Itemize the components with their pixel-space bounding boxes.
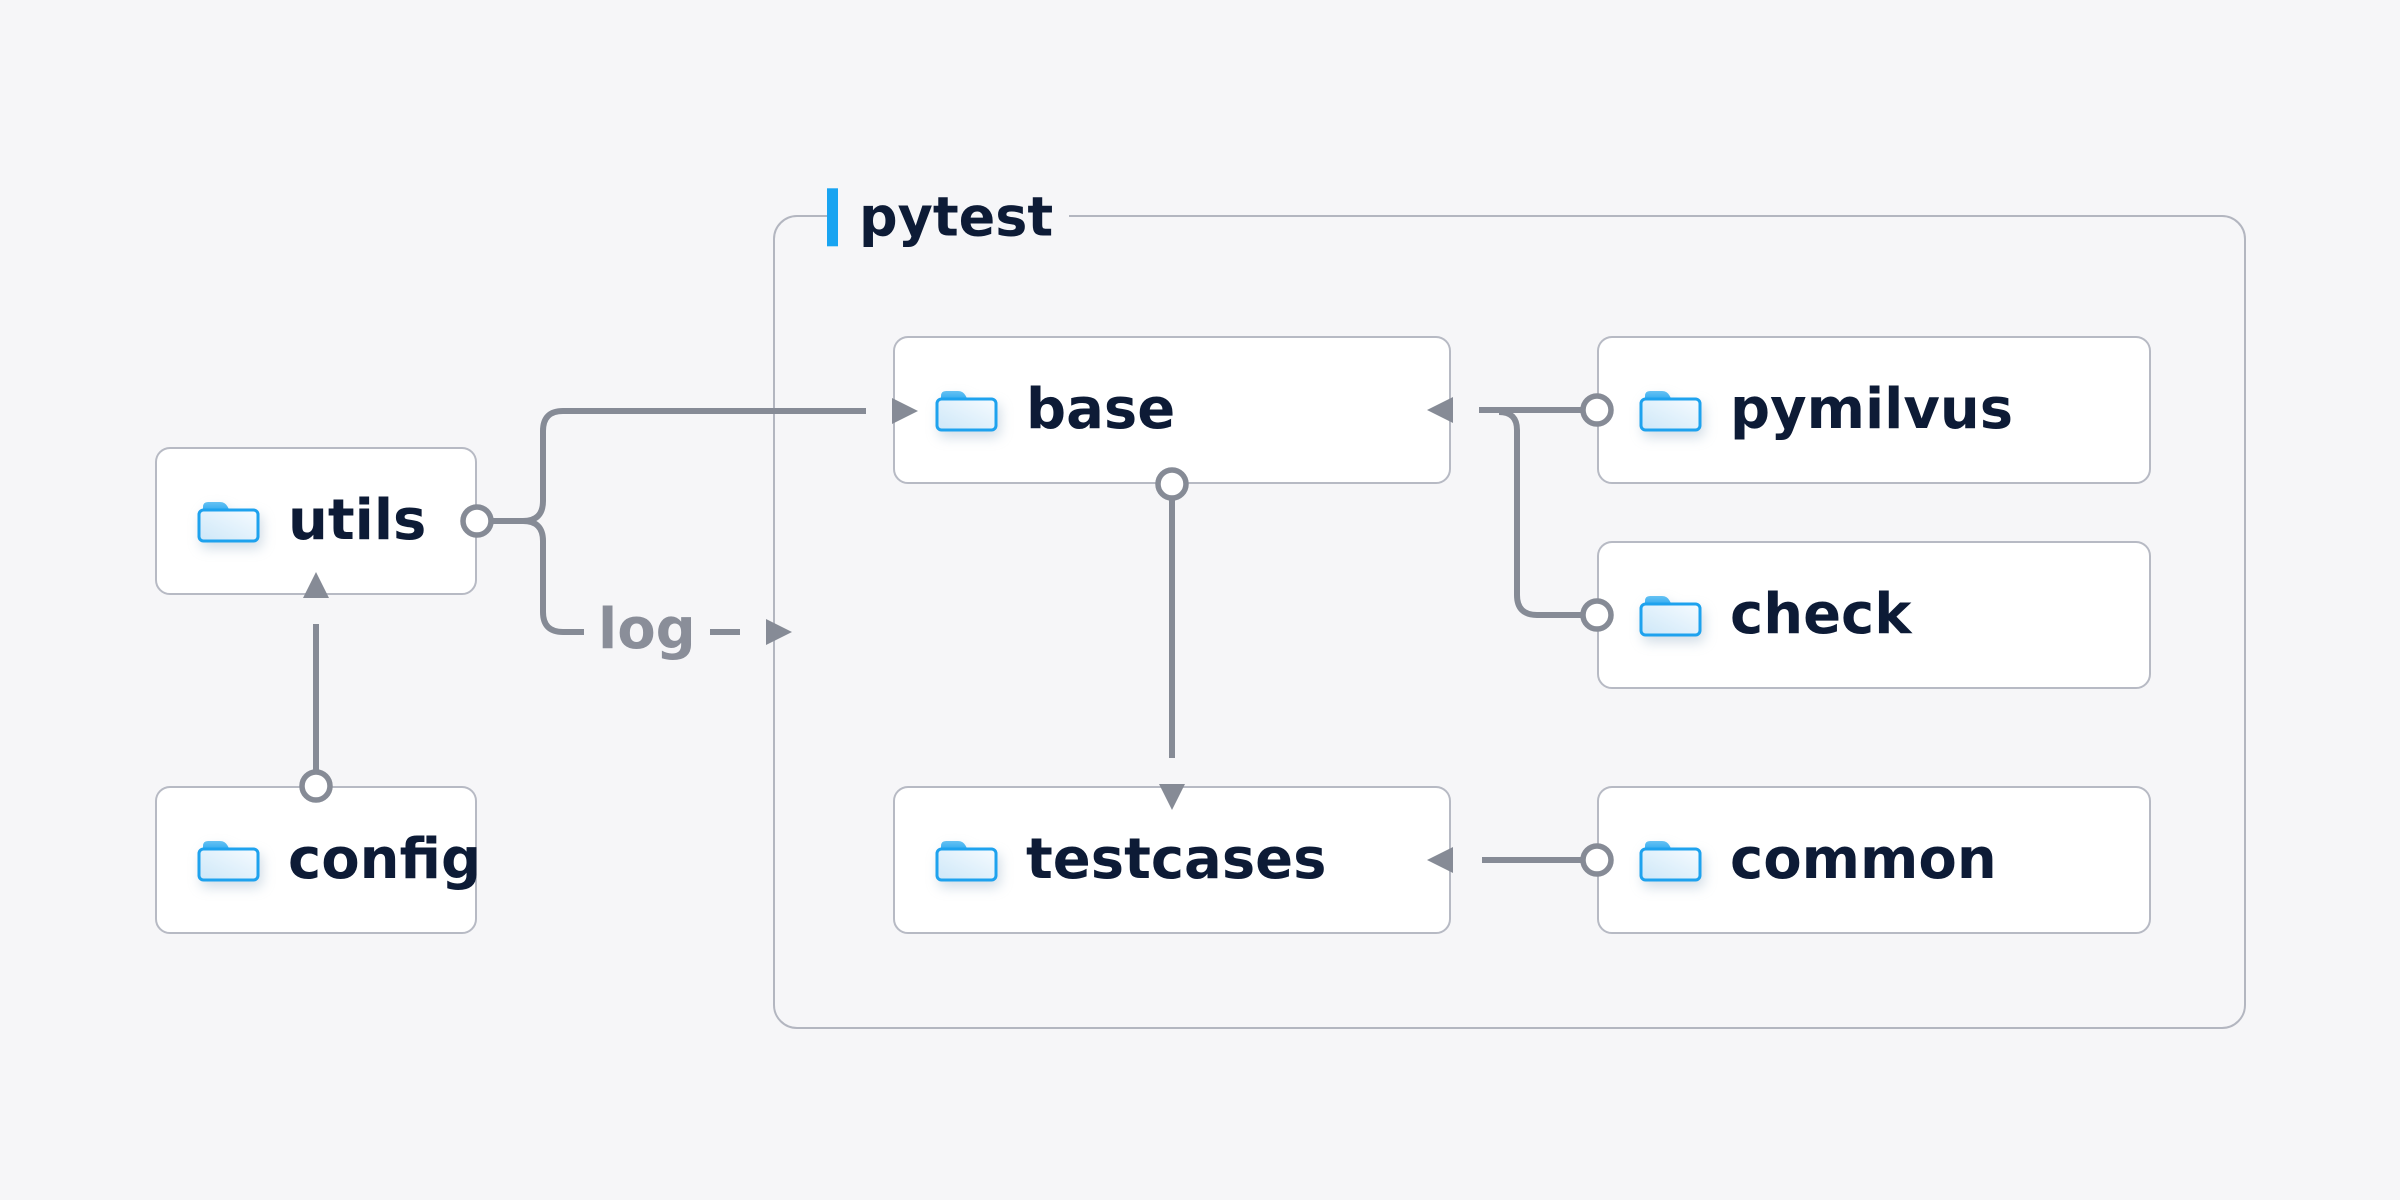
folder-icon	[1639, 596, 1702, 637]
node-config: config	[155, 786, 481, 934]
node-label-pymilvus: pymilvus	[1730, 377, 2014, 442]
node-label-utils: utils	[288, 488, 427, 553]
connector-line	[522, 518, 584, 635]
node-check: check	[1597, 541, 2151, 689]
folder-icon	[1639, 841, 1702, 882]
node-label-testcases: testcases	[1026, 827, 1327, 892]
folder-icon	[1639, 391, 1702, 432]
node-pymilvus: pymilvus	[1597, 336, 2151, 484]
node-label-config: config	[288, 827, 482, 892]
node-label-base: base	[1026, 377, 1176, 442]
node-base: base	[893, 336, 1451, 484]
folder-icon	[935, 841, 998, 882]
container-label-text: pytest	[859, 185, 1054, 249]
node-label-common: common	[1730, 827, 1997, 892]
folder-icon	[935, 391, 998, 432]
node-common: common	[1597, 786, 2151, 934]
folder-icon	[197, 502, 260, 543]
node-utils: utils	[155, 447, 477, 595]
node-testcases: testcases	[893, 786, 1451, 934]
pytest-container-label: pytest	[827, 185, 1070, 249]
edge-label-log: log	[598, 596, 696, 662]
accent-bar-icon	[827, 187, 838, 246]
folder-icon	[197, 841, 260, 882]
node-label-check: check	[1730, 582, 1912, 647]
